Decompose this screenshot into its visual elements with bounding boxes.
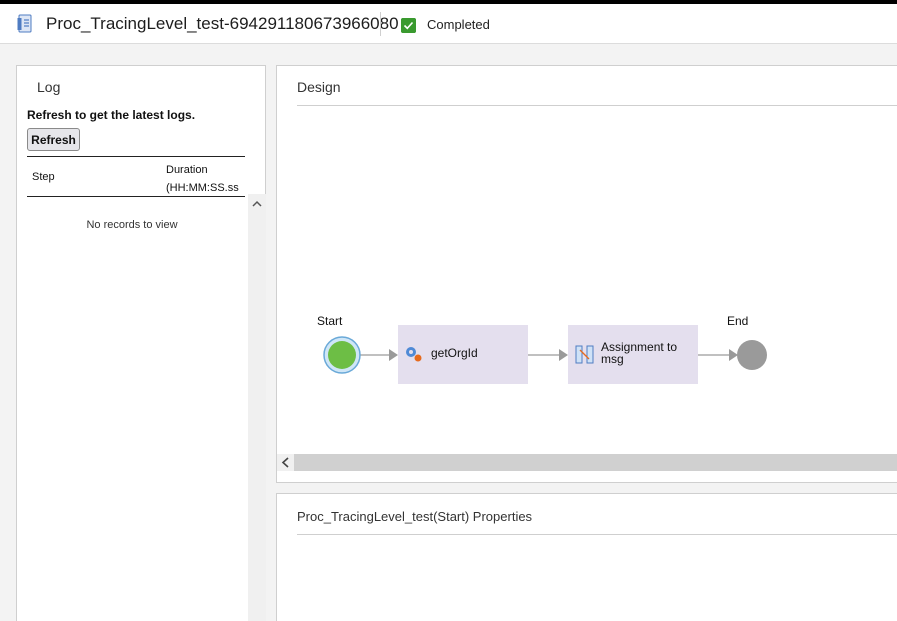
process-title: Proc_TracingLevel_test-69429118067396608… bbox=[46, 14, 399, 33]
column-duration[interactable]: Duration (HH:MM:SS.ss bbox=[166, 161, 245, 197]
properties-divider bbox=[297, 534, 897, 535]
design-panel: Design Start getOrgId Assignment to msg bbox=[276, 65, 897, 483]
end-label: End bbox=[727, 314, 748, 328]
log-refresh-hint: Refresh to get the latest logs. bbox=[27, 108, 196, 122]
design-title: Design bbox=[297, 79, 341, 95]
step-getorgid-label: getOrgId bbox=[431, 346, 478, 360]
header-divider bbox=[380, 12, 381, 36]
log-scrollbar[interactable] bbox=[248, 194, 266, 621]
log-panel: Log Refresh to get the latest logs. Refr… bbox=[16, 65, 266, 621]
arrow-head-icon bbox=[729, 349, 738, 361]
arrow-head-icon bbox=[389, 349, 398, 361]
arrow-head-icon bbox=[559, 349, 568, 361]
log-table-header: Step Duration (HH:MM:SS.ss bbox=[27, 156, 245, 197]
assignment-icon bbox=[575, 345, 594, 364]
design-horizontal-scrollbar[interactable] bbox=[277, 454, 897, 471]
design-divider bbox=[297, 105, 897, 106]
top-border bbox=[0, 0, 897, 4]
step-assignment-label-line2: msg bbox=[601, 352, 624, 366]
process-canvas: Start getOrgId Assignment to msg End bbox=[317, 314, 767, 384]
start-label: Start bbox=[317, 314, 343, 328]
chevron-left-icon bbox=[281, 457, 289, 468]
column-duration-label: Duration bbox=[166, 164, 208, 176]
column-step[interactable]: Step bbox=[32, 171, 55, 183]
column-duration-unit: (HH:MM:SS.ss bbox=[166, 182, 239, 194]
step-getorgid[interactable] bbox=[398, 325, 528, 384]
log-title: Log bbox=[37, 79, 61, 95]
service-gear-icon bbox=[406, 347, 422, 362]
process-file-icon bbox=[17, 14, 32, 33]
status-label: Completed bbox=[427, 17, 490, 32]
properties-title: Proc_TracingLevel_test(Start) Properties bbox=[297, 509, 533, 524]
empty-state: No records to view bbox=[86, 219, 178, 231]
end-node[interactable] bbox=[737, 340, 767, 370]
scroll-up-icon[interactable] bbox=[251, 198, 263, 210]
check-icon bbox=[401, 18, 416, 33]
header-bar: Proc_TracingLevel_test-69429118067396608… bbox=[0, 4, 897, 44]
refresh-button[interactable]: Refresh bbox=[27, 128, 80, 151]
step-assignment-label-line1: Assignment to bbox=[601, 340, 677, 354]
properties-panel: Proc_TracingLevel_test(Start) Properties bbox=[276, 493, 897, 621]
scroll-left-button[interactable] bbox=[277, 454, 294, 471]
start-node-inner bbox=[328, 341, 356, 369]
